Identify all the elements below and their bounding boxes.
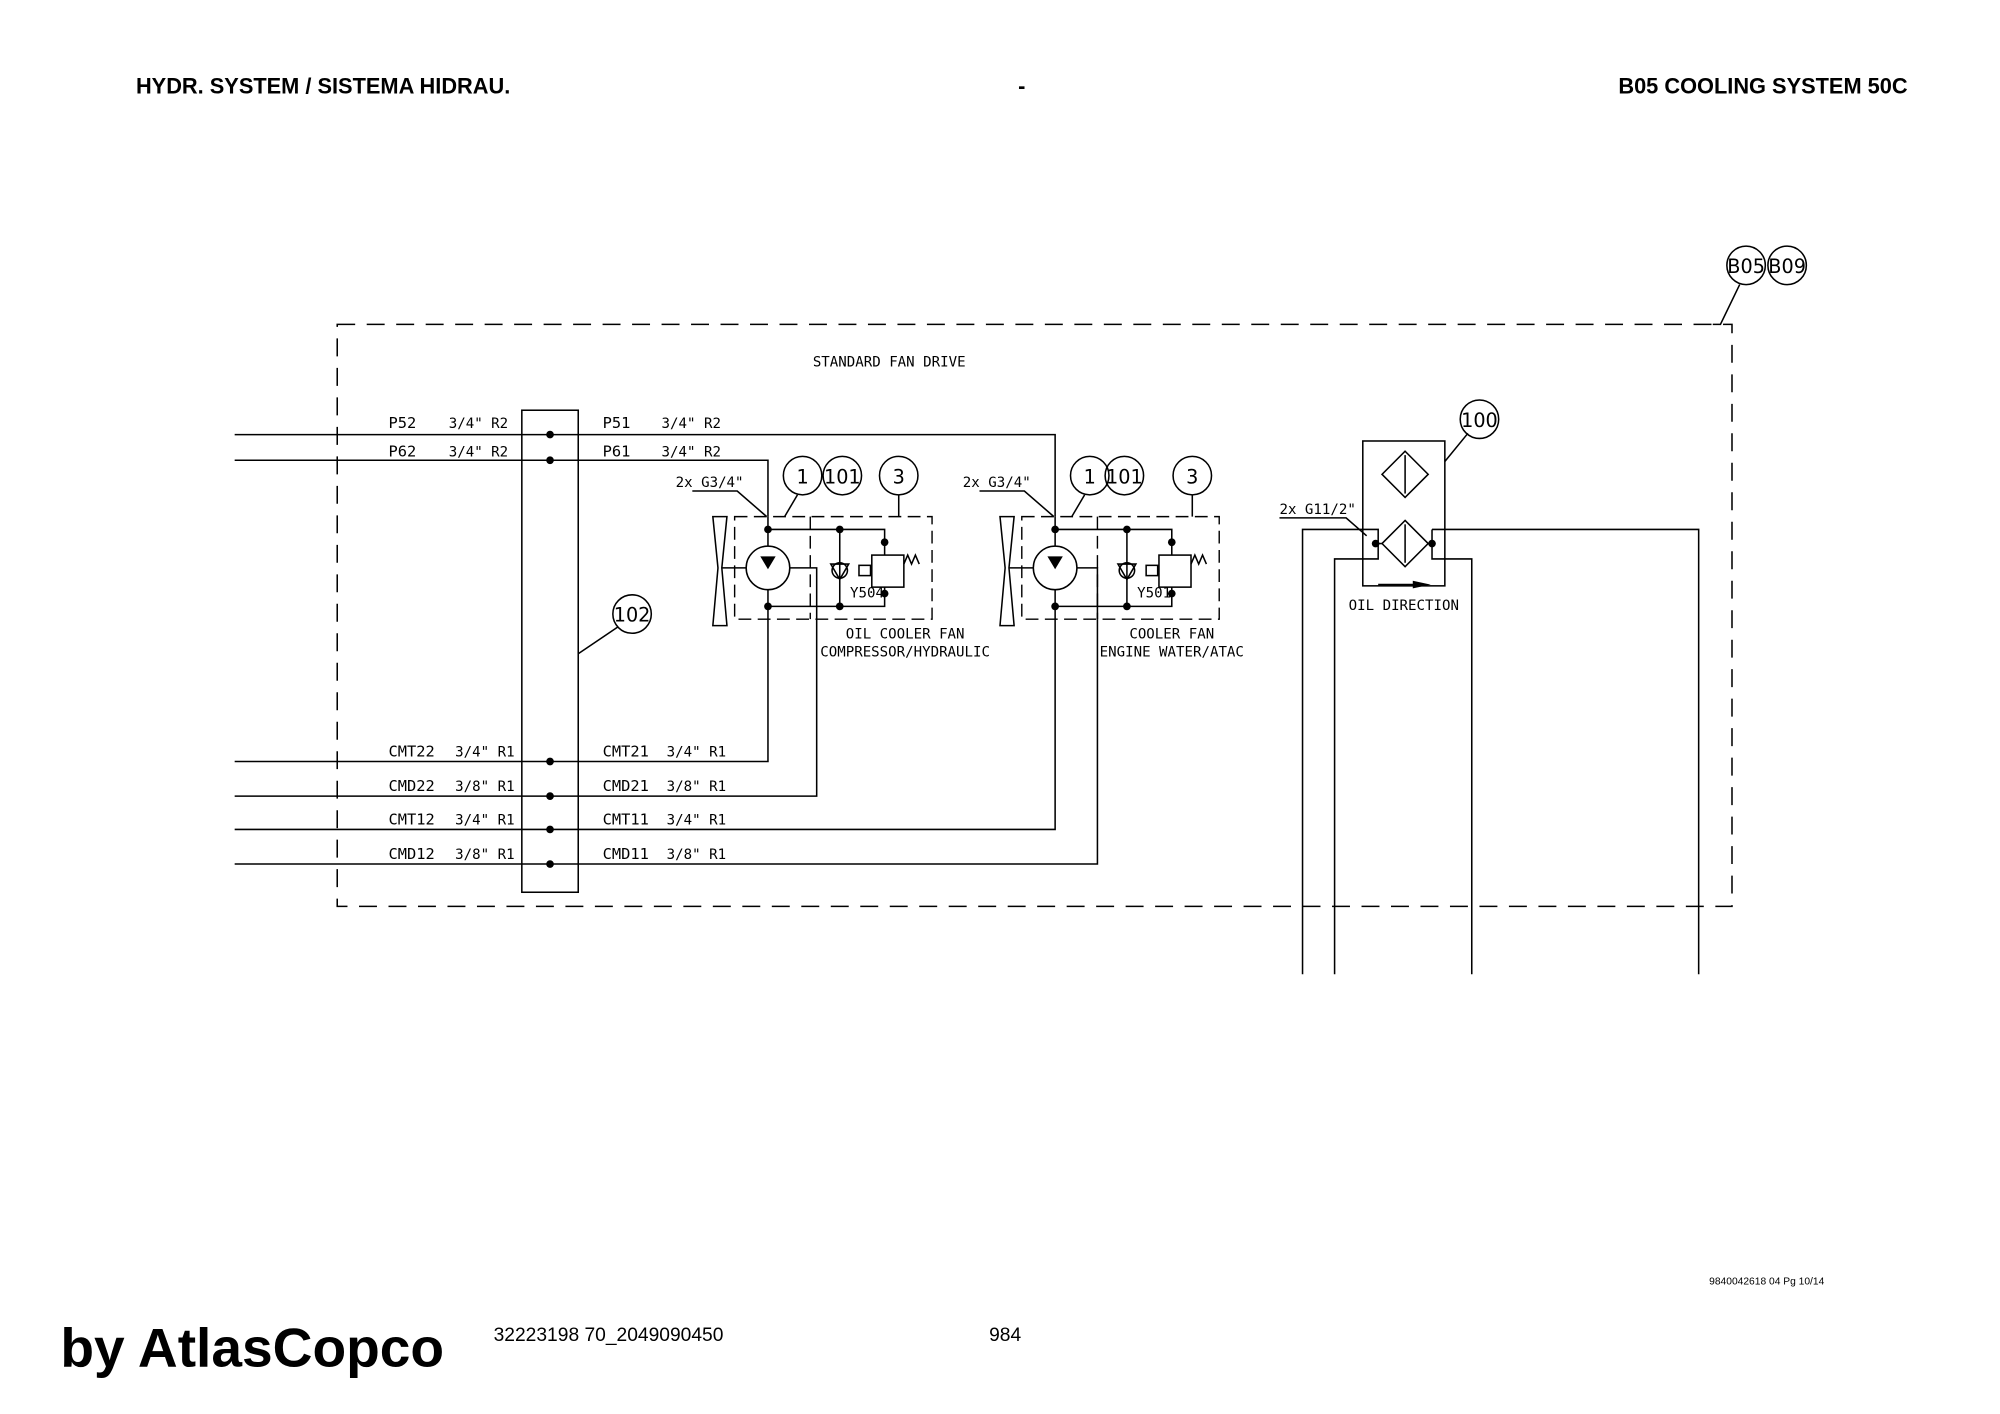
item-bubble: 100 xyxy=(1459,399,1500,440)
port-label: P51 xyxy=(603,414,631,432)
relief-valve-icon xyxy=(871,554,905,588)
check-valve-icon xyxy=(829,563,851,581)
port-label: P62 xyxy=(389,442,417,460)
ref-bubble-b05: B05 xyxy=(1726,245,1767,286)
svg-text:3/4" R1: 3/4" R1 xyxy=(667,812,726,828)
svg-text:3/4" R1: 3/4" R1 xyxy=(667,744,726,760)
svg-text:1: 1 xyxy=(1084,465,1096,488)
pipes xyxy=(234,433,1099,865)
ports-right: P51 3/4" R2 P61 3/4" R2 CMT21 3/4" R1 CMD21… xyxy=(603,414,727,863)
svg-text:102: 102 xyxy=(614,604,651,627)
part-code: 32223198 70_2049090450 xyxy=(494,1325,724,1346)
svg-text:3/4" R2: 3/4" R2 xyxy=(449,416,508,432)
svg-text:3/4" R1: 3/4" R1 xyxy=(455,744,514,760)
header-center: - xyxy=(1018,74,1025,99)
item-bubble: 1 xyxy=(1069,455,1110,496)
svg-text:100: 100 xyxy=(1461,409,1498,432)
valve-label: Y501 xyxy=(1137,585,1171,601)
svg-text:3/4" R2: 3/4" R2 xyxy=(449,444,508,460)
svg-text:101: 101 xyxy=(824,465,861,488)
fan-icon xyxy=(711,515,728,627)
port-label: CMT12 xyxy=(389,810,435,828)
port-note: 2x G3/4" xyxy=(676,475,744,491)
doc-reference: 9840042618 04 Pg 10/14 xyxy=(1709,1277,1824,1288)
group-title: STANDARD FAN DRIVE xyxy=(813,355,966,371)
manifold-bubble: 102 xyxy=(612,594,653,635)
port-label: CMD22 xyxy=(389,777,435,795)
oil-direction-label: OIL DIRECTION xyxy=(1349,598,1459,614)
header-right: B05 COOLING SYSTEM 50C xyxy=(1618,74,1908,99)
port-label: CMT11 xyxy=(603,810,649,828)
module-label: ENGINE WATER/ATAC xyxy=(1100,644,1244,660)
ports-left: P52 3/4" R2 P62 3/4" R2 CMT22 3/4" R1 CMD22… xyxy=(389,414,515,863)
svg-text:3: 3 xyxy=(893,465,905,488)
group-boundary xyxy=(336,323,1733,908)
item-bubble: 1 xyxy=(782,455,823,496)
watermark: by AtlasCopco xyxy=(60,1317,444,1379)
port-label: P52 xyxy=(389,414,417,432)
manifold-block xyxy=(521,409,580,894)
module-label: COOLER FAN xyxy=(1129,626,1214,642)
check-valve-icon xyxy=(1116,563,1138,581)
port-label: P61 xyxy=(603,442,631,460)
svg-text:3/8" R1: 3/8" R1 xyxy=(455,847,514,863)
heat-exchanger-icon xyxy=(1380,519,1430,568)
svg-text:3/4" R2: 3/4" R2 xyxy=(662,416,721,432)
fan-module-cooler: Y501 2x G3/4" 1 101 3 COOLER FAN ENGINE … xyxy=(963,455,1244,660)
manifold-leader xyxy=(577,626,619,655)
svg-text:3/4" R1: 3/4" R1 xyxy=(455,812,514,828)
svg-text:3/8" R1: 3/8" R1 xyxy=(667,779,726,795)
svg-text:B09: B09 xyxy=(1768,255,1806,278)
svg-text:3: 3 xyxy=(1186,465,1198,488)
item-bubble: 3 xyxy=(1172,455,1213,496)
module-label: COMPRESSOR/HYDRAULIC xyxy=(820,644,990,660)
item-bubble: 101 xyxy=(1104,455,1145,496)
svg-text:3/8" R1: 3/8" R1 xyxy=(667,847,726,863)
port-label: CMD11 xyxy=(603,845,649,863)
port-note: 2x G11/2" xyxy=(1279,502,1355,518)
svg-text:3/4" R2: 3/4" R2 xyxy=(662,444,721,460)
svg-text:1: 1 xyxy=(796,465,808,488)
valve-label: Y504 xyxy=(850,585,884,601)
page-number: 984 xyxy=(989,1325,1021,1346)
heat-exchanger-icon xyxy=(1380,450,1430,499)
svg-text:101: 101 xyxy=(1106,465,1143,488)
svg-text:B05: B05 xyxy=(1727,255,1765,278)
relief-valve-icon xyxy=(1158,554,1192,588)
port-note: 2x G3/4" xyxy=(963,475,1031,491)
fan-module-oil-cooler: Y504 2x G3/4" 1 101 3 OIL COOLER FAN COM… xyxy=(676,455,990,660)
ref-bubble-b09: B09 xyxy=(1767,245,1808,286)
port-label: CMT22 xyxy=(389,742,435,760)
oil-cooler: 100 2x G11/2" OIL DIRECTION xyxy=(1279,399,1700,975)
manifold-junctions xyxy=(546,430,554,868)
port-label: CMT21 xyxy=(603,742,649,760)
ref-leader xyxy=(1712,284,1741,326)
item-bubble: 3 xyxy=(878,455,919,496)
header-left: HYDR. SYSTEM / SISTEMA HIDRAU. xyxy=(136,74,510,99)
item-bubble: 101 xyxy=(822,455,863,496)
module-label: OIL COOLER FAN xyxy=(846,626,965,642)
port-label: CMD21 xyxy=(603,777,649,795)
fan-icon xyxy=(999,515,1015,627)
port-label: CMD12 xyxy=(389,845,435,863)
svg-text:3/8" R1: 3/8" R1 xyxy=(455,779,514,795)
